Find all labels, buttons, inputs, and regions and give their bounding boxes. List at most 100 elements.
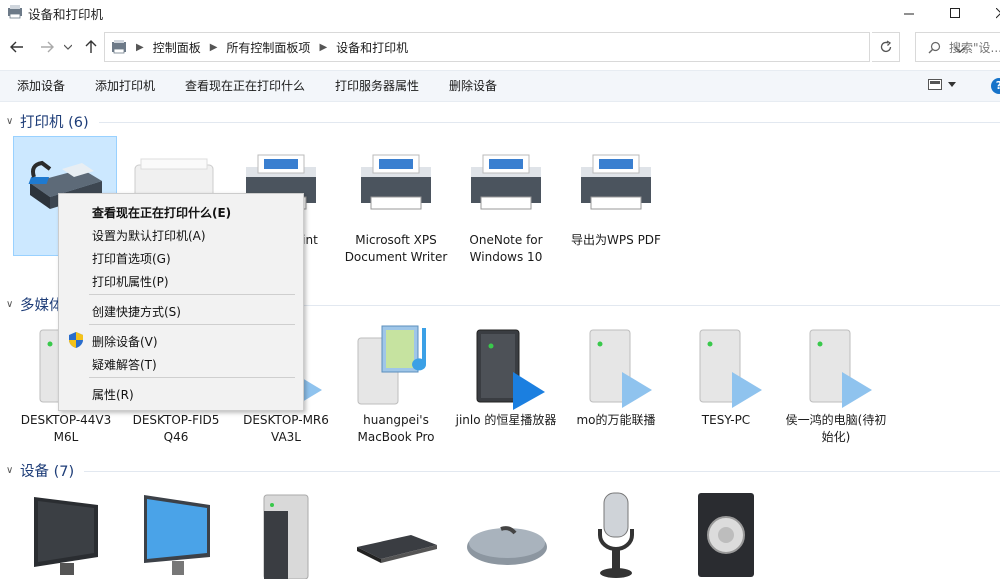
media-device-item[interactable]: huangpei's MacBook Pro (344, 322, 448, 446)
device-item[interactable] (344, 490, 448, 580)
group-header-multimedia[interactable]: ∨ 多媒体 (0, 294, 1000, 314)
search-icon (928, 41, 941, 53)
item-label: 导出为WPS PDF (571, 233, 661, 247)
group-divider (73, 304, 1000, 306)
back-arrow-icon (10, 41, 23, 53)
menu-separator (89, 294, 295, 295)
group-header-printers[interactable]: ∨ 打印机 (6) (0, 111, 1000, 131)
computer-tower-icon (234, 490, 338, 580)
group-title-printers: 打印机 (6) (20, 114, 89, 131)
media-device-item[interactable]: mo的万能联播 (564, 322, 668, 429)
item-label: DESKTOP-MR6 VA3L (243, 413, 329, 444)
item-label: DESKTOP-44V3 M6L (20, 413, 112, 444)
menu-item-create-shortcut[interactable]: 创建快捷方式(S) (92, 305, 181, 319)
breadcrumb-devices-printers[interactable]: 设备和打印机 (336, 40, 409, 55)
media-device-item[interactable]: 侯一鸿的电脑(待初始化) (784, 322, 888, 446)
minimize-button[interactable] (886, 0, 932, 26)
search-input[interactable]: 搜索"设... (915, 32, 1000, 62)
chevron-down-icon (948, 82, 956, 87)
search-placeholder: 搜索"设... (949, 40, 1000, 55)
help-button[interactable]: ? (991, 78, 1000, 94)
menu-item-printing-preferences[interactable]: 打印首选项(G) (92, 252, 171, 266)
forward-button[interactable] (38, 38, 56, 56)
remove-device-button[interactable]: 删除设备 (449, 79, 498, 93)
printer-item[interactable]: OneNote for Windows 10 (454, 150, 558, 266)
item-label: mo的万能联播 (576, 413, 656, 427)
collapse-chevron-icon[interactable]: ∨ (6, 298, 14, 310)
change-view-button[interactable] (928, 79, 956, 90)
up-arrow-icon (85, 40, 97, 53)
media-server-icon (784, 322, 888, 412)
printer-icon (344, 150, 448, 220)
mouse-icon (454, 490, 558, 580)
printer-icon (564, 150, 668, 220)
breadcrumb-all-items[interactable]: 所有控制面板项 (226, 40, 311, 55)
add-device-button[interactable]: 添加设备 (17, 79, 66, 93)
media-server-icon (564, 322, 668, 412)
add-printer-button[interactable]: 添加打印机 (95, 79, 156, 93)
group-title-devices: 设备 (7) (20, 463, 75, 480)
menu-item-properties[interactable]: 属性(R) (92, 388, 134, 402)
breadcrumb: ▶ 控制面板 ▶ 所有控制面板项 ▶ 设备和打印机 (111, 33, 408, 61)
menu-item-troubleshoot[interactable]: 疑难解答(T) (92, 358, 157, 372)
item-label: 侯一鸿的电脑(待初始化) (785, 413, 887, 444)
control-panel-icon (112, 40, 126, 54)
media-device-item[interactable]: jinlo 的恒星播放器 (454, 322, 558, 429)
collapse-chevron-icon[interactable]: ∨ (6, 115, 14, 127)
device-item[interactable] (124, 490, 228, 580)
display-monitor-icon (124, 490, 228, 580)
refresh-button[interactable] (872, 32, 900, 62)
maximize-icon (949, 7, 960, 18)
refresh-icon (880, 40, 891, 53)
breadcrumb-separator: ▶ (136, 41, 144, 53)
close-button[interactable] (978, 0, 1000, 26)
device-item[interactable] (14, 490, 118, 580)
breadcrumb-control-panel[interactable]: 控制面板 (152, 40, 201, 55)
media-player-icon (454, 322, 558, 412)
item-label: jinlo 的恒星播放器 (455, 413, 557, 427)
printer-icon (454, 150, 558, 220)
menu-item-set-default[interactable]: 设置为默认打印机(A) (92, 229, 206, 243)
address-row: ▶ 控制面板 ▶ 所有控制面板项 ▶ 设备和打印机 搜索"设... (0, 30, 1000, 64)
recent-locations-button[interactable] (62, 38, 74, 56)
forward-arrow-icon (41, 41, 54, 53)
device-item[interactable] (234, 490, 338, 580)
microphone-icon (564, 490, 668, 580)
printer-item[interactable]: Microsoft XPS Document Writer (344, 150, 448, 266)
item-label: Microsoft XPS Document Writer (344, 233, 448, 264)
speaker-icon (674, 490, 778, 580)
menu-item-see-printing[interactable]: 查看现在正在打印什么(E) (92, 206, 232, 220)
menu-item-remove-device[interactable]: 删除设备(V) (92, 335, 158, 349)
group-header-devices[interactable]: ∨ 设备 (7) (0, 460, 1000, 480)
title-bar: 设备和打印机 (0, 0, 1000, 26)
collapse-chevron-icon[interactable]: ∨ (6, 464, 14, 476)
keyboard-icon (344, 490, 448, 580)
menu-separator (89, 377, 295, 378)
back-button[interactable] (8, 38, 26, 56)
devices-printers-icon (8, 5, 22, 19)
media-library-icon (344, 322, 448, 412)
device-item[interactable] (674, 490, 778, 580)
item-label: OneNote for Windows 10 (469, 233, 543, 264)
breadcrumb-separator[interactable]: ▶ (209, 41, 218, 53)
minimize-icon (903, 13, 914, 14)
device-item[interactable] (564, 490, 668, 580)
up-button[interactable] (82, 38, 100, 56)
address-bar[interactable]: ▶ 控制面板 ▶ 所有控制面板项 ▶ 设备和打印机 (104, 32, 966, 62)
command-bar: 添加设备 添加打印机 查看现在正在打印什么 打印服务器属性 删除设备 ? (0, 70, 1000, 102)
maximize-button[interactable] (932, 0, 978, 26)
tv-monitor-icon (14, 490, 118, 580)
context-menu: 查看现在正在打印什么(E) 设置为默认打印机(A) 打印首选项(G) 打印机属性… (58, 193, 304, 411)
device-item[interactable] (454, 490, 558, 580)
group-title-multimedia: 多媒体 (20, 297, 64, 314)
close-icon (995, 7, 1000, 18)
see-printing-button[interactable]: 查看现在正在打印什么 (185, 79, 306, 93)
print-server-properties-button[interactable]: 打印服务器属性 (335, 79, 420, 93)
breadcrumb-separator[interactable]: ▶ (319, 41, 328, 53)
media-device-item[interactable]: TESY-PC (674, 322, 778, 429)
address-dropdown-icon[interactable] (953, 42, 967, 56)
menu-item-printer-properties[interactable]: 打印机属性(P) (92, 275, 169, 289)
uac-shield-icon (69, 332, 83, 348)
item-label: huangpei's MacBook Pro (357, 413, 435, 444)
printer-item[interactable]: 导出为WPS PDF (564, 150, 668, 249)
